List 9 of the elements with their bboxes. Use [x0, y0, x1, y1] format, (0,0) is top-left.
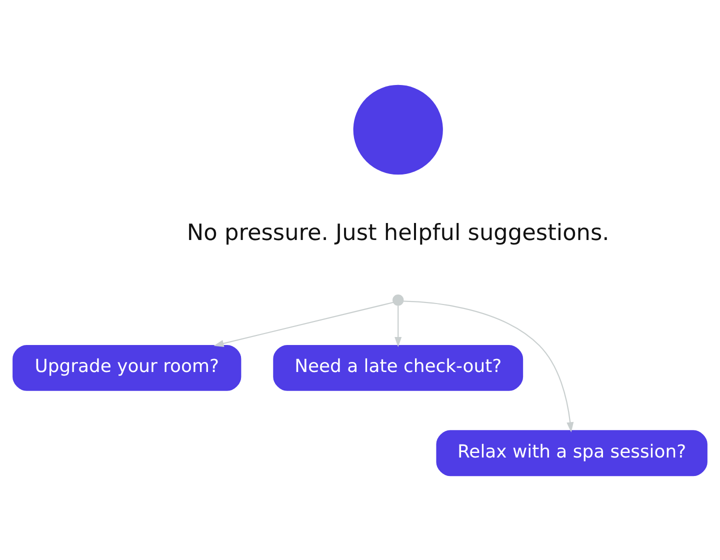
arrow	[403, 300, 574, 432]
node-box: Relax with a spa session?	[436, 430, 708, 476]
node-box: Need a late check-out?	[273, 344, 524, 390]
node-circle	[392, 294, 404, 306]
node-text: No pressure. Just helpful suggestions.	[186, 220, 610, 246]
arrow	[394, 305, 402, 347]
node-box: Upgrade your room?	[12, 344, 242, 390]
arrow	[214, 301, 394, 346]
node-circle	[353, 84, 443, 174]
